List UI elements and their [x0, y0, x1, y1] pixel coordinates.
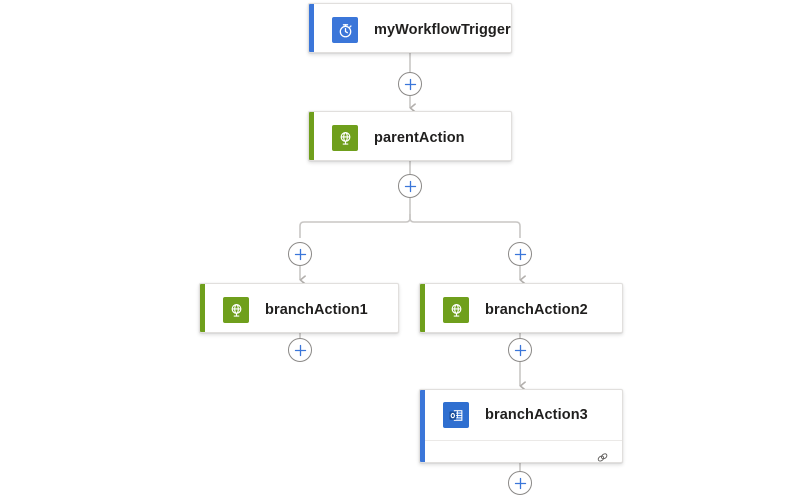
- add-step-button-after-trigger[interactable]: [398, 72, 422, 96]
- node-accent-bar: [309, 112, 314, 160]
- add-step-button-after-parent-action[interactable]: [398, 174, 422, 198]
- outlook-icon: [443, 402, 469, 428]
- http-globe-icon: [443, 297, 469, 323]
- add-step-button-after-branch-action-3[interactable]: [508, 471, 532, 495]
- add-step-button-after-branch-action-1[interactable]: [288, 338, 312, 362]
- node-title: myWorkflowTrigger: [374, 22, 511, 38]
- http-globe-icon: [223, 297, 249, 323]
- add-step-button-branch-left[interactable]: [288, 242, 312, 266]
- workflow-node-trigger[interactable]: myWorkflowTrigger: [308, 3, 512, 53]
- plus-icon: [404, 78, 416, 90]
- workflow-node-branch-action-2[interactable]: branchAction2: [419, 283, 623, 333]
- node-title: parentAction: [374, 130, 465, 146]
- node-title: branchAction3: [485, 407, 588, 423]
- plus-icon: [404, 180, 416, 192]
- plus-icon: [294, 248, 306, 260]
- node-accent-bar: [420, 284, 425, 332]
- plus-icon: [294, 344, 306, 356]
- plus-icon: [514, 344, 526, 356]
- workflow-node-parent-action[interactable]: parentAction: [308, 111, 512, 161]
- workflow-node-branch-action-1[interactable]: branchAction1: [199, 283, 399, 333]
- link-chain-icon[interactable]: [595, 450, 610, 462]
- add-step-button-branch-right[interactable]: [508, 242, 532, 266]
- plus-icon: [514, 477, 526, 489]
- timer-icon: [332, 17, 358, 43]
- node-title: branchAction2: [485, 302, 588, 318]
- node-footer: [425, 440, 622, 462]
- add-step-button-after-branch-action-2[interactable]: [508, 338, 532, 362]
- http-globe-icon: [332, 125, 358, 151]
- node-accent-bar: [420, 390, 425, 462]
- plus-icon: [514, 248, 526, 260]
- node-accent-bar: [309, 4, 314, 52]
- node-title: branchAction1: [265, 302, 368, 318]
- workflow-node-branch-action-3[interactable]: branchAction3: [419, 389, 623, 463]
- node-accent-bar: [200, 284, 205, 332]
